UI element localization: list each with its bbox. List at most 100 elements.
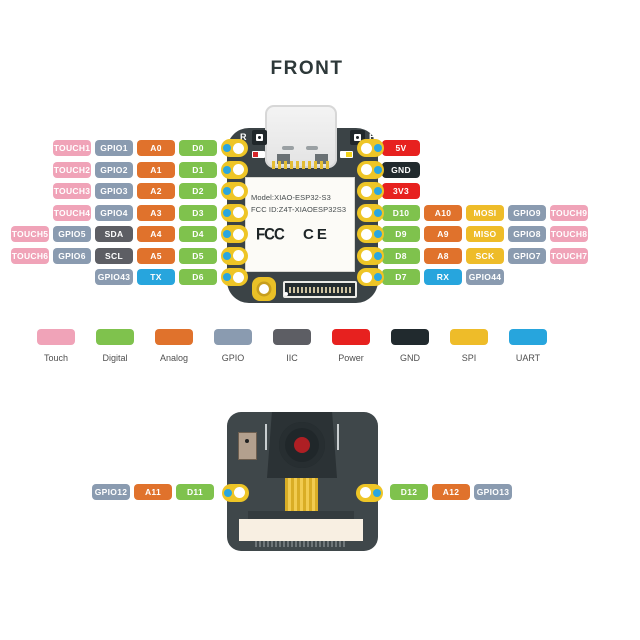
pin-badge-touch5: TOUCH5 xyxy=(11,226,49,242)
pin-badge-touch4: TOUCH4 xyxy=(53,204,91,221)
pin-badge-gpio43: GPIO43 xyxy=(95,269,133,285)
pin-badge-sda: SDA xyxy=(95,226,133,242)
ce-logo: CE xyxy=(303,226,330,243)
board-pad-right-5 xyxy=(357,225,384,243)
pin-badge-gpio4: GPIO4 xyxy=(95,204,133,221)
legend-label: IIC xyxy=(286,353,298,363)
legend-label: Power xyxy=(338,353,364,363)
pin-badge-a2: A2 xyxy=(137,183,175,199)
pin-badge-mosi: MOSI xyxy=(466,204,504,221)
b2b-connector-pins xyxy=(289,287,351,293)
pin-row: 5V xyxy=(382,140,420,156)
pin-badge-3v3: 3V3 xyxy=(382,183,420,199)
camera-ribbon-cable xyxy=(285,478,318,512)
boot-button-dot xyxy=(356,136,359,139)
pin-marker-dot xyxy=(223,187,231,195)
pin-badge-scl: SCL xyxy=(95,247,133,264)
pin-badge-sck: SCK xyxy=(466,247,504,264)
camera-pad-right xyxy=(356,483,383,502)
pin-badge-gpio44: GPIO44 xyxy=(466,269,504,285)
lens-bracket-left xyxy=(265,424,267,450)
legend-swatch-analog xyxy=(155,329,193,345)
pin-badge-touch3: TOUCH3 xyxy=(53,183,91,199)
pin-marker-dot xyxy=(374,208,382,217)
camera-mic-component xyxy=(238,432,257,460)
usb-solder-pins xyxy=(272,161,332,169)
pin-badge-gpio5: GPIO5 xyxy=(53,226,91,242)
pin-marker-dot xyxy=(374,144,382,152)
pin-badge-gnd: GND xyxy=(382,161,420,178)
pin-marker-dot xyxy=(223,230,231,238)
antenna-connector-icon xyxy=(252,277,276,301)
lens-bracket-right xyxy=(337,424,339,450)
pin-badge-rx: RX xyxy=(424,269,462,285)
user-led xyxy=(340,151,353,158)
pin-badge-gpio3: GPIO3 xyxy=(95,183,133,199)
pin-marker-dot xyxy=(374,273,382,281)
model-text-line2: FCC ID:Z4T-XIAOESP32S3 xyxy=(251,205,347,214)
pad-hole xyxy=(233,250,244,261)
pin-badge-d8: D8 xyxy=(382,247,420,264)
pin-badge-a11: A11 xyxy=(134,484,172,500)
board-pad-right-6 xyxy=(357,246,384,265)
pad-hole xyxy=(234,487,245,498)
camera-connector-bar xyxy=(248,511,354,520)
legend-item-gpio: GPIO xyxy=(209,329,257,363)
pad-hole xyxy=(361,185,372,197)
legend-swatch-iic xyxy=(273,329,311,345)
pin-badge-miso: MISO xyxy=(466,226,504,242)
pin-marker-dot xyxy=(374,230,382,238)
pin-badge-a12: A12 xyxy=(432,484,470,500)
pin-badge-gpio8: GPIO8 xyxy=(508,226,546,242)
pad-hole xyxy=(360,487,371,498)
pad-hole xyxy=(361,271,372,283)
pin-badge-5v: 5V xyxy=(382,140,420,156)
pin-badge-a0: A0 xyxy=(137,140,175,156)
board-pad-left-1 xyxy=(221,139,248,157)
pin-marker-dot xyxy=(223,165,231,174)
pin-badge-gpio7: GPIO7 xyxy=(508,247,546,264)
pad-hole xyxy=(361,164,372,175)
model-text-line1: Model:XIAO-ESP32-S3 xyxy=(251,193,331,202)
legend-item-touch: Touch xyxy=(32,329,80,363)
pin-row: 3V3 xyxy=(382,183,420,199)
rf-shield xyxy=(245,177,355,272)
b2b-connector xyxy=(283,281,357,298)
legend-item-gnd: GND xyxy=(386,329,434,363)
power-led xyxy=(252,151,265,158)
pin-badge-touch7: TOUCH7 xyxy=(550,247,588,264)
pin-badge-d5: D5 xyxy=(179,247,217,264)
pad-hole xyxy=(233,207,244,218)
camera-lens-center xyxy=(294,437,310,453)
page-title: FRONT xyxy=(270,58,344,79)
pin-badge-gpio12: GPIO12 xyxy=(92,484,130,500)
pin-badge-d10: D10 xyxy=(382,204,420,221)
pin-badge-gpio6: GPIO6 xyxy=(53,247,91,264)
pin-badge-a1: A1 xyxy=(137,161,175,178)
legend-label: Analog xyxy=(159,353,189,363)
usb-tab xyxy=(277,154,290,164)
legend-label: GPIO xyxy=(221,353,245,363)
reset-button-dot xyxy=(258,136,261,139)
usb-slot xyxy=(306,146,318,150)
pin-badge-d7: D7 xyxy=(382,269,420,285)
pin-badge-a5: A5 xyxy=(137,247,175,264)
camera-bottom-connector xyxy=(239,519,363,541)
pin-marker-dot xyxy=(374,251,382,260)
pin-badge-d1: D1 xyxy=(179,161,217,178)
board-pad-left-3 xyxy=(221,182,248,200)
legend-swatch-digital xyxy=(96,329,134,345)
pin-badge-d12: D12 xyxy=(390,484,428,500)
